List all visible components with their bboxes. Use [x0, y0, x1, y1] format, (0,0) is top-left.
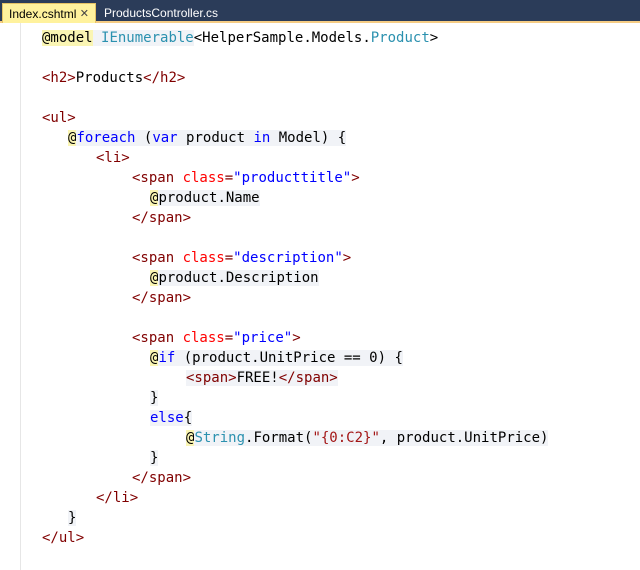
- code-line: <ul>: [42, 108, 76, 128]
- keyword: in: [253, 130, 271, 146]
- razor-at: @: [150, 270, 159, 286]
- tab-products-controller[interactable]: ProductsController.cs: [98, 3, 224, 23]
- html-tag: </li>: [96, 490, 139, 506]
- code-line: <span class="producttitle">: [132, 168, 360, 188]
- code-token: }: [150, 390, 159, 406]
- code-line: }: [150, 388, 159, 408]
- html-tag: <span: [132, 330, 183, 346]
- code-line: @product.Name: [150, 188, 260, 208]
- html-tag: >: [351, 170, 360, 186]
- html-tag: >: [292, 330, 301, 346]
- code-line: </span>: [132, 208, 191, 228]
- code-token: , product.UnitPrice): [379, 430, 549, 446]
- code-line: @foreach (var product in Model) {: [68, 128, 347, 148]
- attribute-value: "description": [233, 250, 343, 266]
- code-line: </span>: [132, 288, 191, 308]
- html-tag: <h2>: [42, 70, 76, 86]
- html-tag: </span>: [278, 370, 338, 386]
- html-tag: >: [342, 250, 352, 266]
- code-line: else{: [150, 408, 193, 428]
- type-name: Product: [370, 30, 430, 46]
- code-line: </span>: [132, 468, 191, 488]
- code-token: {: [183, 410, 193, 426]
- tab-label: ProductsController.cs: [104, 6, 219, 20]
- code-token: product.Name: [158, 190, 260, 206]
- code-line: <span class="description">: [132, 248, 351, 268]
- code-line: @String.Format("{0:C2}", product.UnitPri…: [186, 428, 549, 448]
- code-token: >: [429, 30, 439, 46]
- code-token: Model) {: [270, 130, 347, 146]
- code-line: <li>: [96, 148, 130, 168]
- string-literal: "{0:C2}": [312, 430, 380, 446]
- editor-gutter: [0, 23, 21, 570]
- document-tab-bar: Index.cshtml ✕ ProductsController.cs: [0, 0, 640, 23]
- code-line: @model IEnumerable<HelperSample.Models.P…: [42, 28, 438, 48]
- attribute-value: "producttitle": [233, 170, 352, 186]
- type-name: String: [194, 430, 246, 446]
- html-tag: </span>: [132, 470, 192, 486]
- code-token: HelperSample.Models.: [202, 30, 371, 46]
- code-token: <: [193, 30, 203, 46]
- code-token: product.Description: [158, 270, 319, 286]
- code-text: Products: [75, 70, 144, 86]
- code-line: </li>: [96, 488, 138, 508]
- html-tag: <span: [132, 250, 183, 266]
- html-tag: <ul>: [42, 110, 76, 126]
- keyword: var: [152, 130, 178, 146]
- code-line: </ul>: [42, 528, 84, 548]
- close-icon[interactable]: ✕: [79, 8, 89, 20]
- html-tag: </h2>: [143, 70, 186, 86]
- html-tag: </ul>: [42, 530, 85, 546]
- code-editor[interactable]: @model IEnumerable<HelperSample.Models.P…: [24, 28, 640, 570]
- keyword: if: [158, 350, 176, 366]
- code-token: }: [68, 510, 77, 526]
- html-tag: <li>: [96, 150, 130, 166]
- code-token: =: [224, 170, 234, 186]
- code-token: }: [150, 450, 159, 466]
- code-text: FREE!: [236, 370, 279, 386]
- type-name: IEnumerable: [101, 30, 194, 46]
- code-line: @if (product.UnitPrice == 0) {: [150, 348, 403, 368]
- code-token: =: [224, 250, 234, 266]
- code-line: }: [68, 508, 77, 528]
- html-tag: <span: [132, 170, 183, 186]
- code-token: .Format(: [245, 430, 313, 446]
- html-attribute: class: [182, 170, 225, 186]
- tab-label: Index.cshtml: [9, 7, 77, 21]
- razor-at: @: [150, 190, 159, 206]
- code-token: product: [177, 130, 254, 146]
- code-line: }: [150, 448, 159, 468]
- html-tag: </span>: [132, 210, 192, 226]
- html-tag: <span>: [186, 370, 237, 386]
- tab-index-cshtml[interactable]: Index.cshtml ✕: [2, 3, 96, 23]
- code-token: =: [224, 330, 234, 346]
- html-attribute: class: [182, 330, 225, 346]
- razor-at: @: [68, 130, 77, 146]
- razor-at: @: [150, 350, 159, 366]
- keyword: foreach: [76, 130, 136, 146]
- code-token: (: [135, 130, 153, 146]
- code-token: (product.UnitPrice == 0) {: [175, 350, 403, 366]
- razor-directive: @model: [42, 30, 93, 46]
- code-line: <span class="price">: [132, 328, 301, 348]
- code-line: @product.Description: [150, 268, 319, 288]
- attribute-value: "price": [233, 330, 293, 346]
- razor-at: @: [186, 430, 195, 446]
- code-line: <h2>Products</h2>: [42, 68, 185, 88]
- keyword: else: [150, 410, 184, 426]
- html-tag: </span>: [132, 290, 192, 306]
- code-line: <span>FREE!</span>: [186, 368, 338, 388]
- html-attribute: class: [182, 250, 225, 266]
